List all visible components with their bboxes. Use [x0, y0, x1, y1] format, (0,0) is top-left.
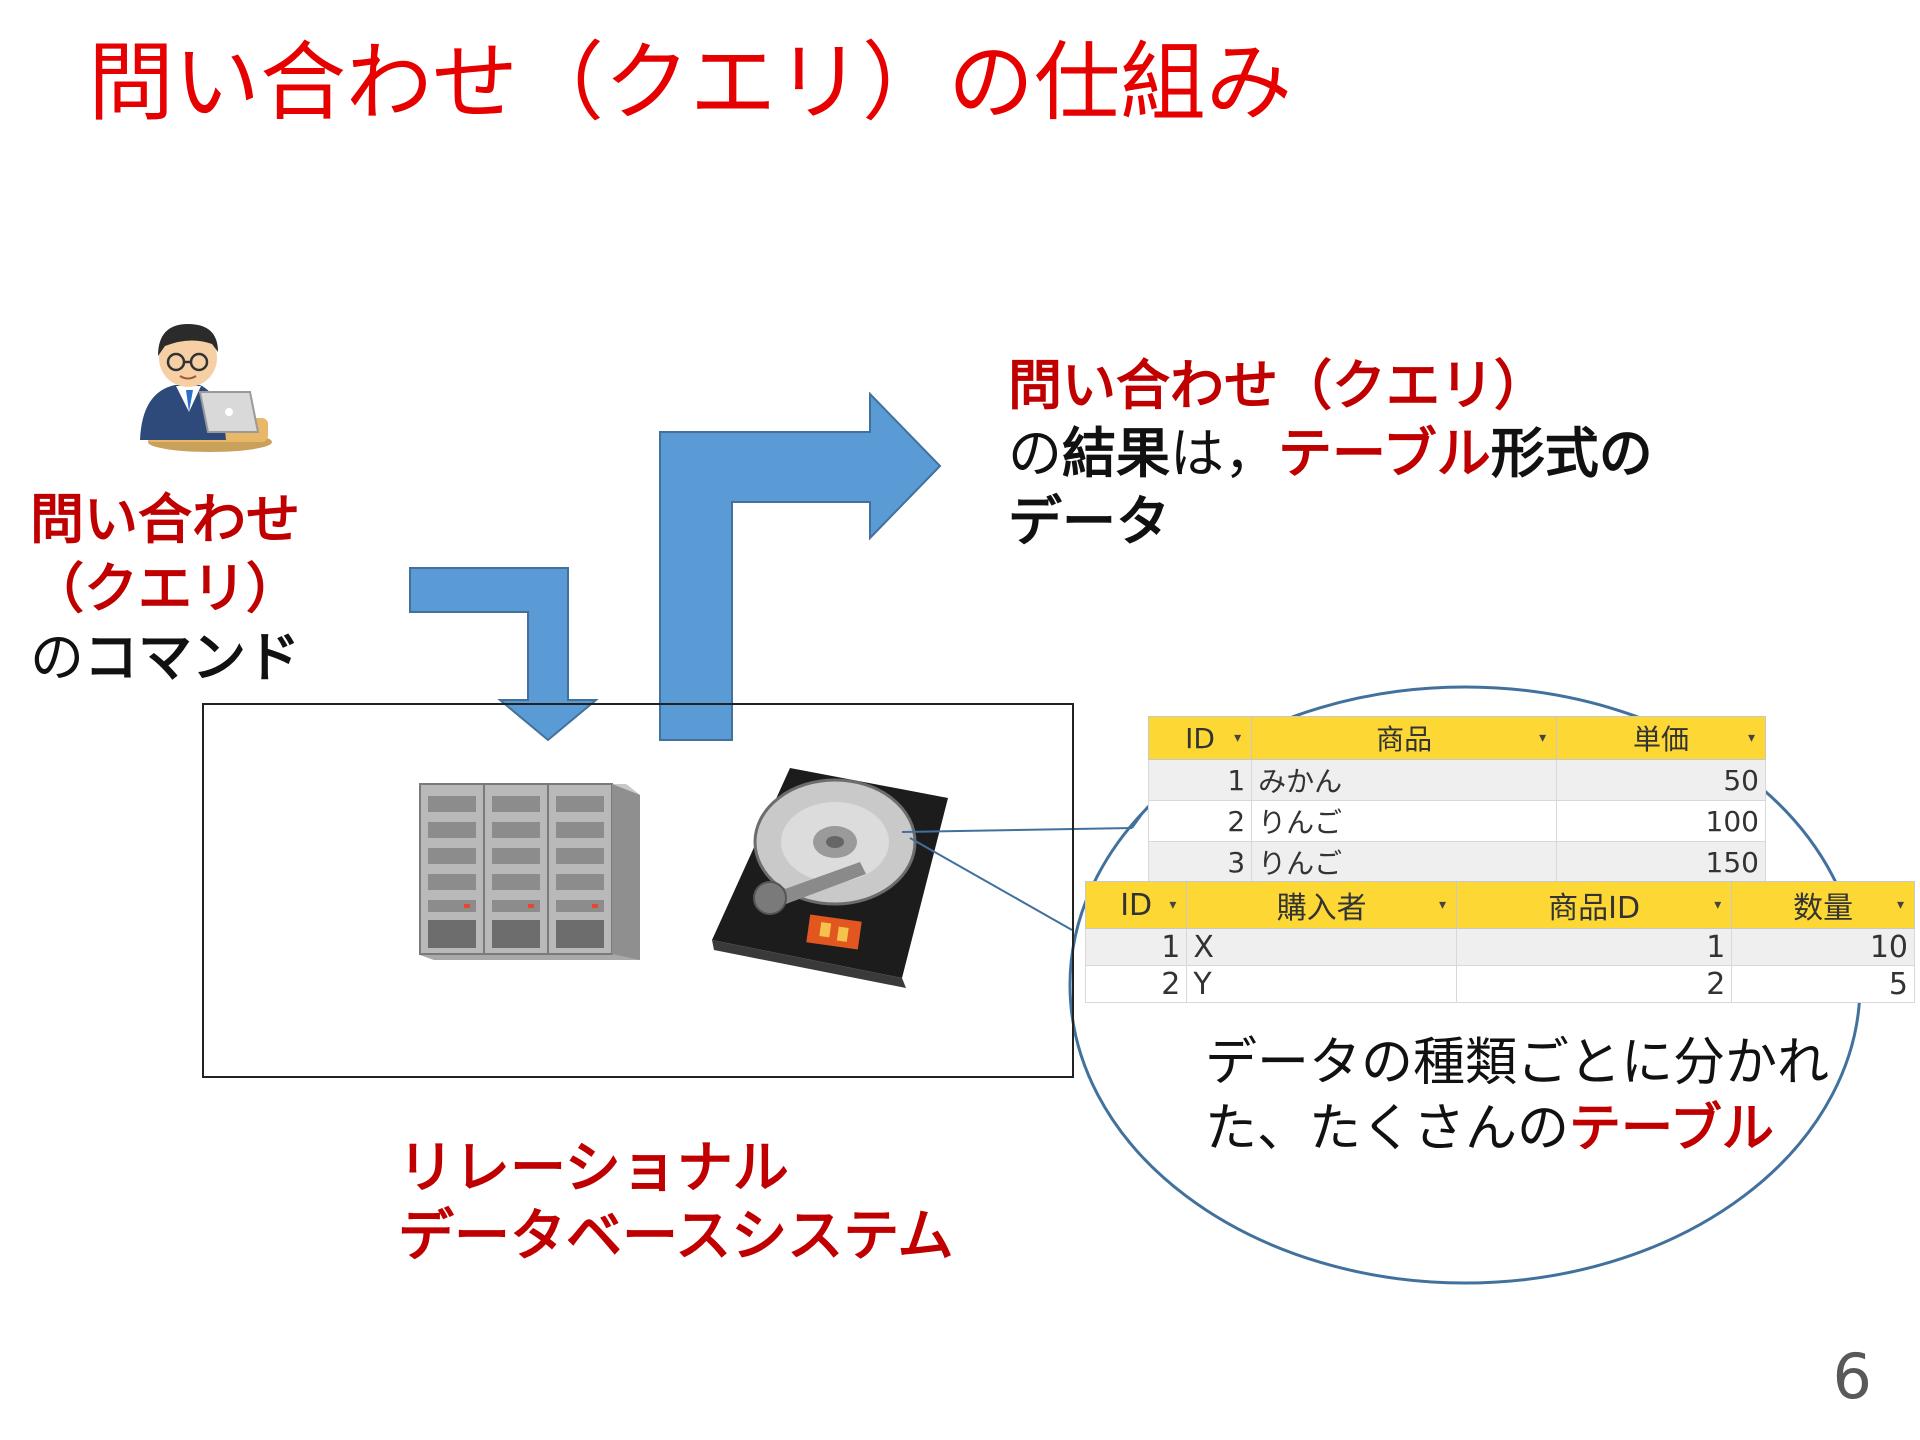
result-label-part-a: の — [1008, 422, 1062, 485]
sort-dropdown-icon[interactable]: ▾ — [1438, 897, 1446, 913]
purchases-header-quantity[interactable]: 数量▾ — [1731, 881, 1915, 929]
purchases-table: ID▾ 購入者▾ 商品ID▾ 数量▾ 1 X 1 10 2 Y 2 5 — [1084, 881, 1915, 1003]
connector-line-products-tail — [1131, 805, 1149, 829]
cell-buyer[interactable]: X — [1186, 928, 1457, 966]
products-header-id[interactable]: ID▾ — [1147, 716, 1253, 760]
products-table: ID▾ 商品▾ 単価▾ 1 みかん 50 2 りんご 100 3 りんご 150 — [1147, 716, 1766, 883]
sort-dropdown-icon[interactable]: ▾ — [1896, 897, 1904, 913]
purchases-header-id[interactable]: ID▾ — [1084, 881, 1188, 929]
cell-id[interactable]: 2 — [1147, 800, 1253, 842]
query-label-prefix: の — [30, 626, 84, 689]
person-at-laptop-icon — [140, 324, 272, 452]
cell-id[interactable]: 3 — [1147, 841, 1253, 883]
connector-line-purchases — [909, 837, 1073, 931]
result-label-line2: の結果は，テーブル形式の — [1008, 420, 1653, 488]
cell-price[interactable]: 50 — [1556, 759, 1766, 801]
result-label-line1: 問い合わせ（クエリ） — [1008, 354, 1548, 417]
slide-title: 問い合わせ（クエリ）の仕組み — [88, 33, 1292, 133]
result-label-part-c: は， — [1170, 422, 1278, 485]
cell-price[interactable]: 100 — [1556, 800, 1766, 842]
result-label-part-e: 形式の — [1490, 422, 1653, 485]
rdbms-label: リレーショナル データベースシステム — [398, 1135, 954, 1271]
cell-id[interactable]: 2 — [1084, 965, 1188, 1003]
rdbms-label-line2: データベースシステム — [398, 1204, 954, 1269]
cell-buyer[interactable]: Y — [1186, 965, 1457, 1003]
result-label-part-d: テーブル — [1278, 422, 1491, 485]
purchases-header-product-id[interactable]: 商品ID▾ — [1455, 881, 1733, 929]
connector-line-products — [901, 827, 1133, 833]
cell-id[interactable]: 1 — [1084, 928, 1188, 966]
products-header-name[interactable]: 商品▾ — [1251, 716, 1558, 760]
sort-dropdown-icon[interactable]: ▾ — [1169, 897, 1177, 913]
purchases-header-row: ID▾ 購入者▾ 商品ID▾ 数量▾ — [1084, 881, 1915, 929]
result-label-part-b: 結果 — [1062, 422, 1170, 485]
rdbms-label-line1: リレーショナル — [398, 1136, 789, 1201]
tables-note-emphasis: テーブル — [1569, 1099, 1774, 1159]
table-row: 2 Y 2 5 — [1084, 965, 1915, 1003]
query-command-label: 問い合わせ （クエリ） のコマンド — [30, 485, 300, 692]
server-rack-icon — [419, 783, 640, 960]
cell-product-id[interactable]: 2 — [1455, 965, 1733, 1003]
purchases-header-buyer[interactable]: 購入者▾ — [1186, 881, 1457, 929]
tables-note-line2: た、たくさんのテーブル — [1205, 1096, 1829, 1162]
rdbms-box — [202, 703, 1074, 1078]
hard-disk-drive-icon — [712, 768, 948, 988]
cell-quantity[interactable]: 10 — [1731, 928, 1915, 966]
table-row: 3 りんご 150 — [1147, 841, 1766, 883]
page-number: 6 — [1832, 1340, 1872, 1413]
cell-product-id[interactable]: 1 — [1455, 928, 1733, 966]
sort-dropdown-icon[interactable]: ▾ — [1234, 730, 1242, 746]
table-row: 1 みかん 50 — [1147, 759, 1766, 801]
tables-note: データの種類ごとに分かれ た、たくさんのテーブル — [1205, 1030, 1829, 1162]
cell-name[interactable]: りんご — [1251, 841, 1558, 883]
cell-id[interactable]: 1 — [1147, 759, 1253, 801]
products-header-price[interactable]: 単価▾ — [1556, 716, 1766, 760]
cell-name[interactable]: みかん — [1251, 759, 1558, 801]
query-label-line3: のコマンド — [30, 623, 300, 692]
sort-dropdown-icon[interactable]: ▾ — [1714, 897, 1722, 913]
table-row: 2 りんご 100 — [1147, 800, 1766, 842]
query-label-line2: （クエリ） — [30, 557, 300, 620]
cell-price[interactable]: 150 — [1556, 841, 1766, 883]
query-result-label: 問い合わせ（クエリ） の結果は，テーブル形式の データ — [1008, 352, 1653, 556]
query-label-line1: 問い合わせ — [30, 488, 300, 551]
query-label-command: コマンド — [84, 626, 300, 689]
result-arrow — [659, 391, 942, 741]
products-header-row: ID▾ 商品▾ 単価▾ — [1147, 716, 1766, 760]
cell-name[interactable]: りんご — [1251, 800, 1558, 842]
tables-note-prefix: た、たくさんの — [1205, 1099, 1570, 1159]
sort-dropdown-icon[interactable]: ▾ — [1747, 730, 1755, 746]
table-row: 1 X 1 10 — [1084, 928, 1915, 966]
tables-note-line1: データの種類ごとに分かれ — [1205, 1033, 1830, 1093]
cell-quantity[interactable]: 5 — [1731, 965, 1915, 1003]
sort-dropdown-icon[interactable]: ▾ — [1539, 730, 1547, 746]
result-label-line3: データ — [1008, 490, 1170, 553]
query-arrow — [409, 567, 599, 742]
